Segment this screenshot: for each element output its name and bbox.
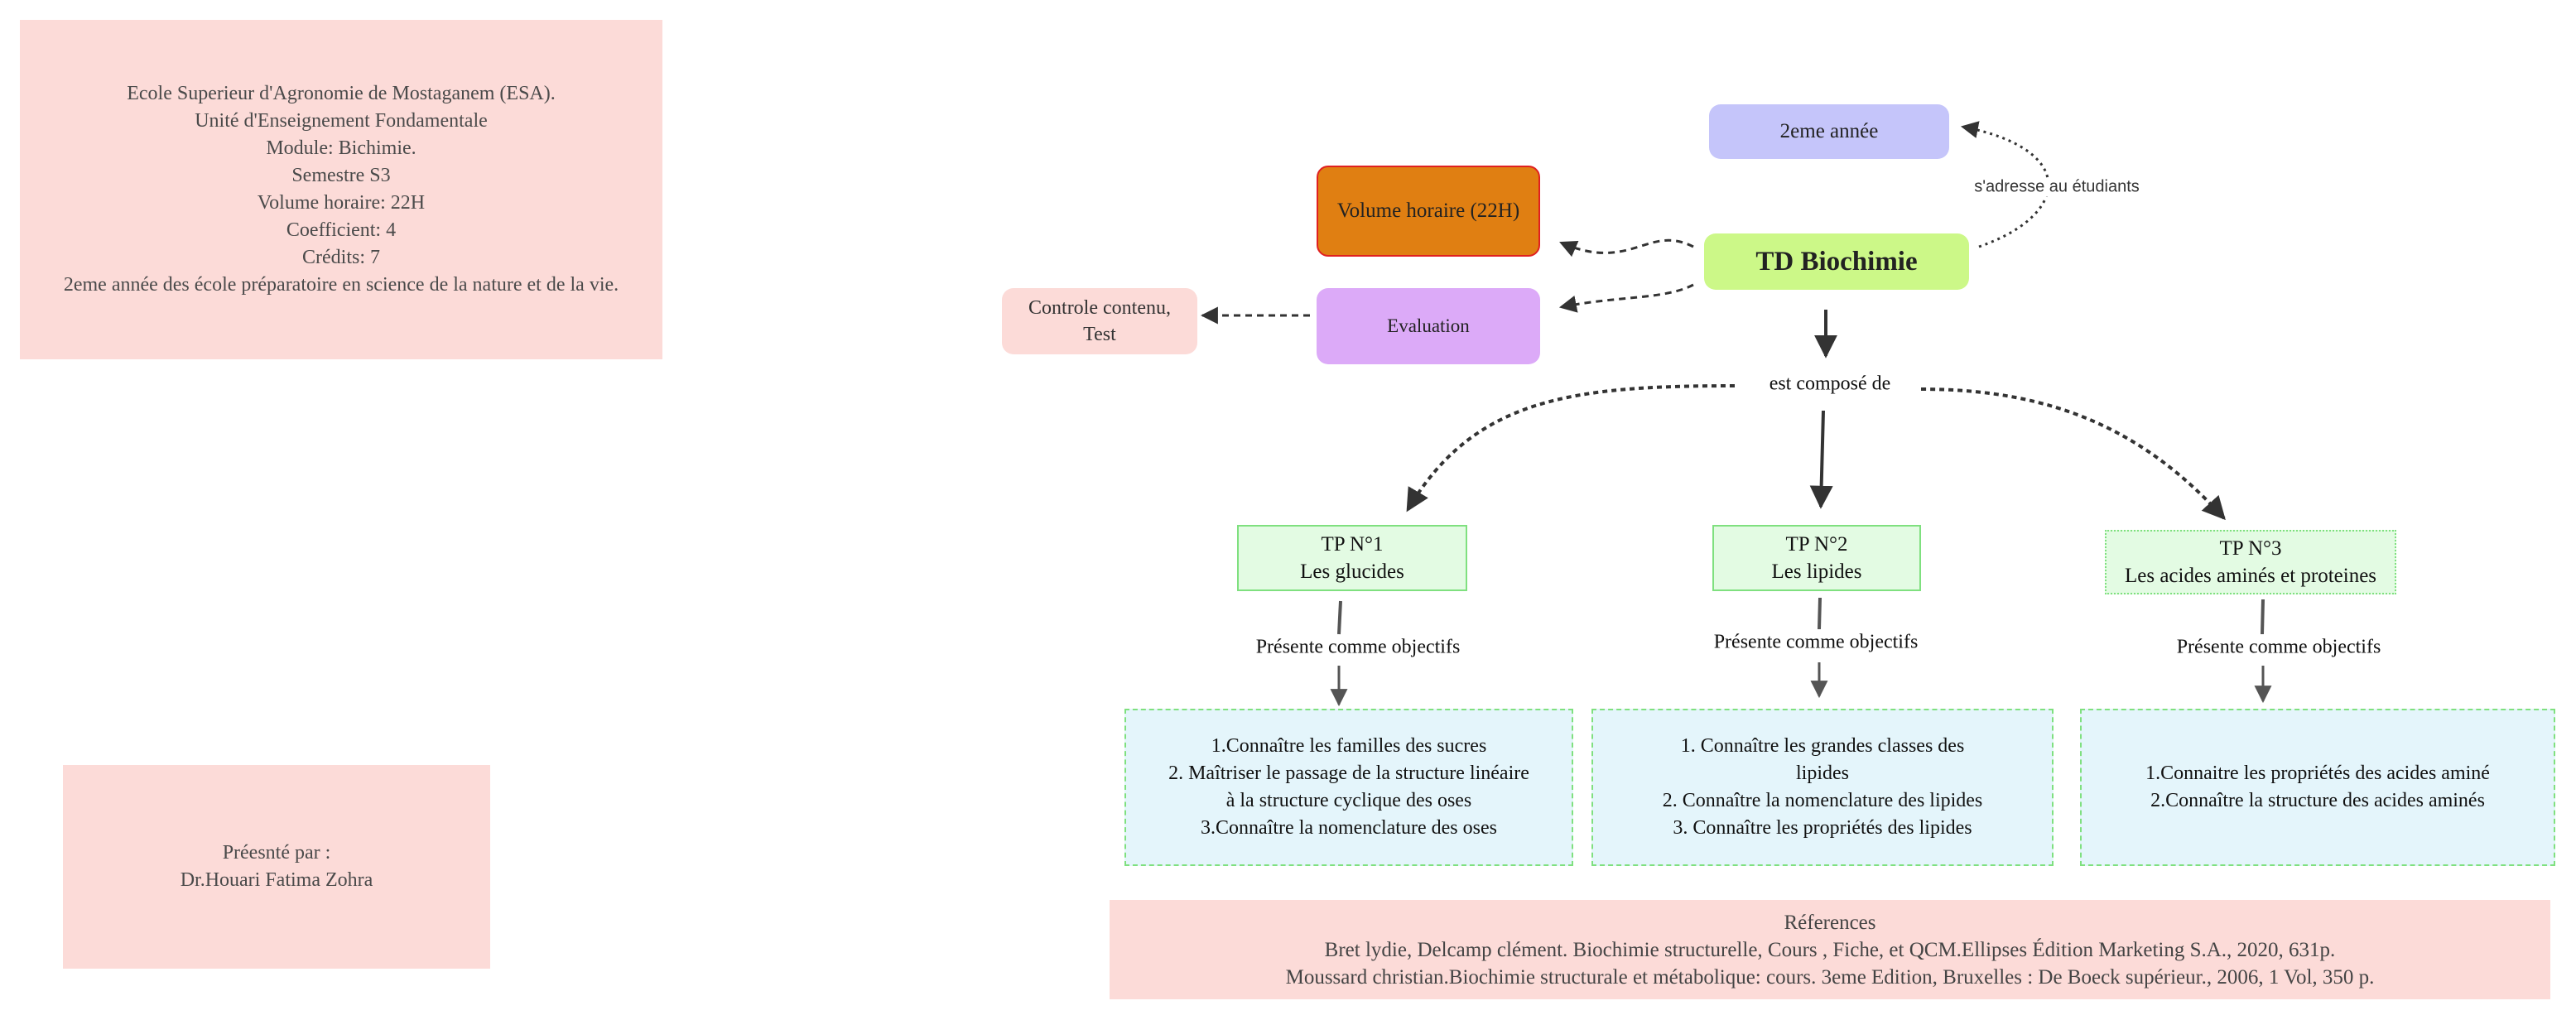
edge-compose-to-tp1	[1406, 384, 1736, 512]
info-line-coefficient: Coefficient: 4	[286, 219, 397, 241]
references-title: Réferences	[1784, 911, 1876, 934]
node-tp3: TP N°3 Les acides aminés et proteines	[2105, 530, 2396, 594]
node-objectives-3: 1.Connaitre les propriétés des acides am…	[2080, 709, 2555, 866]
obj1-line4: 3.Connaître la nomenclature des oses	[1201, 817, 1497, 839]
module-info-box: Ecole Superieur d'Agronomie de Mostagane…	[20, 20, 662, 359]
references-box: Réferences Bret lydie, Delcamp clément. …	[1110, 900, 2550, 999]
label-objectifs-1: Présente comme objectifs	[1255, 636, 1461, 659]
edge-compose-to-tp2	[1809, 410, 1833, 509]
label-compose: est composé de	[1764, 373, 1896, 396]
edge-center-to-volume	[1559, 238, 1694, 257]
node-tp1: TP N°1 Les glucides	[1237, 525, 1467, 591]
presenter-name: Dr.Houari Fatima Zohra	[180, 869, 373, 891]
edge-center-to-evaluation	[1558, 283, 1694, 313]
node-volume-label: Volume horaire (22H)	[1336, 200, 1520, 222]
node-year-label: 2eme année	[1779, 120, 1879, 142]
node-tp3-subtitle: Les acides aminés et proteines	[2124, 565, 2377, 587]
node-objectives-1: 1.Connaître les familles des sucres 2. M…	[1124, 709, 1573, 866]
obj2-line2: lipides	[1796, 763, 1849, 784]
node-volume: Volume horaire (22H)	[1317, 166, 1540, 257]
edge-tp1-to-label	[1337, 600, 1342, 635]
node-objectives-2: 1. Connaître les grandes classes des lip…	[1591, 709, 2054, 866]
info-line-credits: Crédits: 7	[302, 247, 380, 268]
node-center-label: TD Biochimie	[1755, 246, 1918, 277]
node-center: TD Biochimie	[1704, 233, 1969, 290]
info-line-audience: 2eme année des école préparatoire en sci…	[63, 274, 619, 296]
node-tp2-title: TP N°2	[1785, 533, 1848, 556]
obj1-line1: 1.Connaître les familles des sucres	[1211, 735, 1487, 757]
node-controle-line1: Controle contenu,	[1028, 297, 1171, 319]
node-controle-line2: Test	[1083, 324, 1116, 345]
node-evaluation-label: Evaluation	[1387, 315, 1470, 336]
edge-compose-to-tp3	[1920, 387, 2226, 521]
node-tp1-title: TP N°1	[1321, 533, 1384, 556]
node-tp2-subtitle: Les lipides	[1771, 561, 1862, 583]
obj2-line4: 3. Connaître les propriétés des lipides	[1673, 817, 1972, 839]
node-controle: Controle contenu, Test	[1002, 288, 1197, 354]
obj2-line1: 1. Connaître les grandes classes des	[1680, 735, 1965, 757]
obj3-line1: 1.Connaitre les propriétés des acides am…	[2145, 763, 2490, 784]
info-line-unit: Unité d'Enseignement Fondamentale	[195, 110, 488, 132]
node-tp3-title: TP N°3	[2219, 537, 2282, 560]
obj2-line3: 2. Connaître la nomenclature des lipides	[1662, 790, 1983, 811]
node-year: 2eme année	[1709, 104, 1949, 159]
edge-tp2-to-label	[1818, 597, 1822, 630]
obj1-line3: à la structure cyclique des oses	[1225, 790, 1472, 811]
info-line-school: Ecole Superieur d'Agronomie de Mostagane…	[127, 83, 556, 104]
reference-2: Moussard christian.Biochimie structurale…	[1285, 965, 2375, 989]
presenter-box: Préesnté par : Dr.Houari Fatima Zohra	[63, 765, 490, 969]
info-line-module: Module: Bichimie.	[266, 137, 416, 159]
info-line-hours: Volume horaire: 22H	[257, 192, 426, 214]
node-tp1-subtitle: Les glucides	[1300, 561, 1404, 583]
label-objectifs-3: Présente comme objectifs	[2176, 636, 2381, 659]
obj1-line2: 2. Maîtriser le passage de la structure …	[1168, 763, 1529, 784]
obj3-line2: 2.Connaître la structure des acides amin…	[2150, 790, 2485, 811]
label-objectifs-2: Présente comme objectifs	[1713, 631, 1919, 654]
edge-tp3-to-label	[2261, 599, 2265, 635]
label-sadresse: s'adresse au étudiants	[1974, 177, 2140, 197]
node-evaluation: Evaluation	[1317, 288, 1540, 364]
node-tp2: TP N°2 Les lipides	[1712, 525, 1921, 591]
reference-1: Bret lydie, Delcamp clément. Biochimie s…	[1324, 938, 2336, 961]
presenter-label: Préesnté par :	[222, 842, 331, 864]
info-line-semester: Semestre S3	[291, 165, 391, 186]
